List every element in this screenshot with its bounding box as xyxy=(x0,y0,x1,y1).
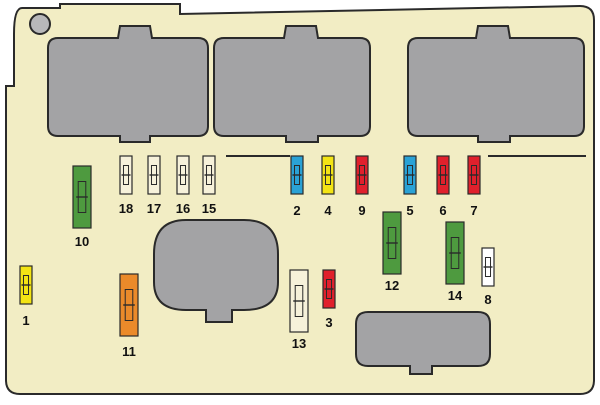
fuse-9: 9 xyxy=(355,155,369,218)
fuse-12: 12 xyxy=(382,211,402,293)
fuse-13: 13 xyxy=(289,269,309,351)
relay-housing-center xyxy=(153,219,279,323)
fuse-16: 16 xyxy=(176,155,190,216)
fuse-14: 14 xyxy=(445,221,465,303)
fuse-15-label: 15 xyxy=(202,201,216,216)
fuse-8-label: 8 xyxy=(484,292,491,307)
fuse-3-label: 3 xyxy=(325,315,332,330)
fuse-3: 3 xyxy=(322,269,336,330)
fuse-10: 10 xyxy=(72,165,92,249)
fuse-8: 8 xyxy=(481,247,495,307)
fuse-5: 5 xyxy=(403,155,417,218)
fuse-7-label: 7 xyxy=(470,203,477,218)
fuse-10-label: 10 xyxy=(75,234,89,249)
fuse-12-label: 12 xyxy=(385,278,399,293)
fuse-6-label: 6 xyxy=(439,203,446,218)
fuse-17: 17 xyxy=(147,155,161,216)
fuse-4: 4 xyxy=(321,155,335,218)
mounting-hole xyxy=(29,13,51,35)
fuse-2-label: 2 xyxy=(293,203,300,218)
relay-housing-right xyxy=(407,25,585,143)
fuse-15: 15 xyxy=(202,155,216,216)
fuse-5-label: 5 xyxy=(406,203,413,218)
fuse-9-label: 9 xyxy=(358,203,365,218)
fuse-11-label: 11 xyxy=(122,344,136,359)
fuse-1-label: 1 xyxy=(22,313,29,328)
fuse-2: 2 xyxy=(290,155,304,218)
fuse-7: 7 xyxy=(467,155,481,218)
fuse-4-label: 4 xyxy=(324,203,332,218)
fuse-13-label: 13 xyxy=(292,336,306,351)
fuse-1: 1 xyxy=(19,265,33,328)
fuse-18: 18 xyxy=(119,155,133,216)
relay-housing-left xyxy=(47,25,209,143)
fuse-17-label: 17 xyxy=(147,201,161,216)
relay-housing-bottom xyxy=(355,311,491,375)
fuse-18-label: 18 xyxy=(119,201,133,216)
fuse-6: 6 xyxy=(436,155,450,218)
fuse-14-label: 14 xyxy=(448,288,463,303)
relay-housing-middle xyxy=(213,25,371,143)
fuse-11: 11 xyxy=(119,273,139,359)
fuse-16-label: 16 xyxy=(176,201,190,216)
